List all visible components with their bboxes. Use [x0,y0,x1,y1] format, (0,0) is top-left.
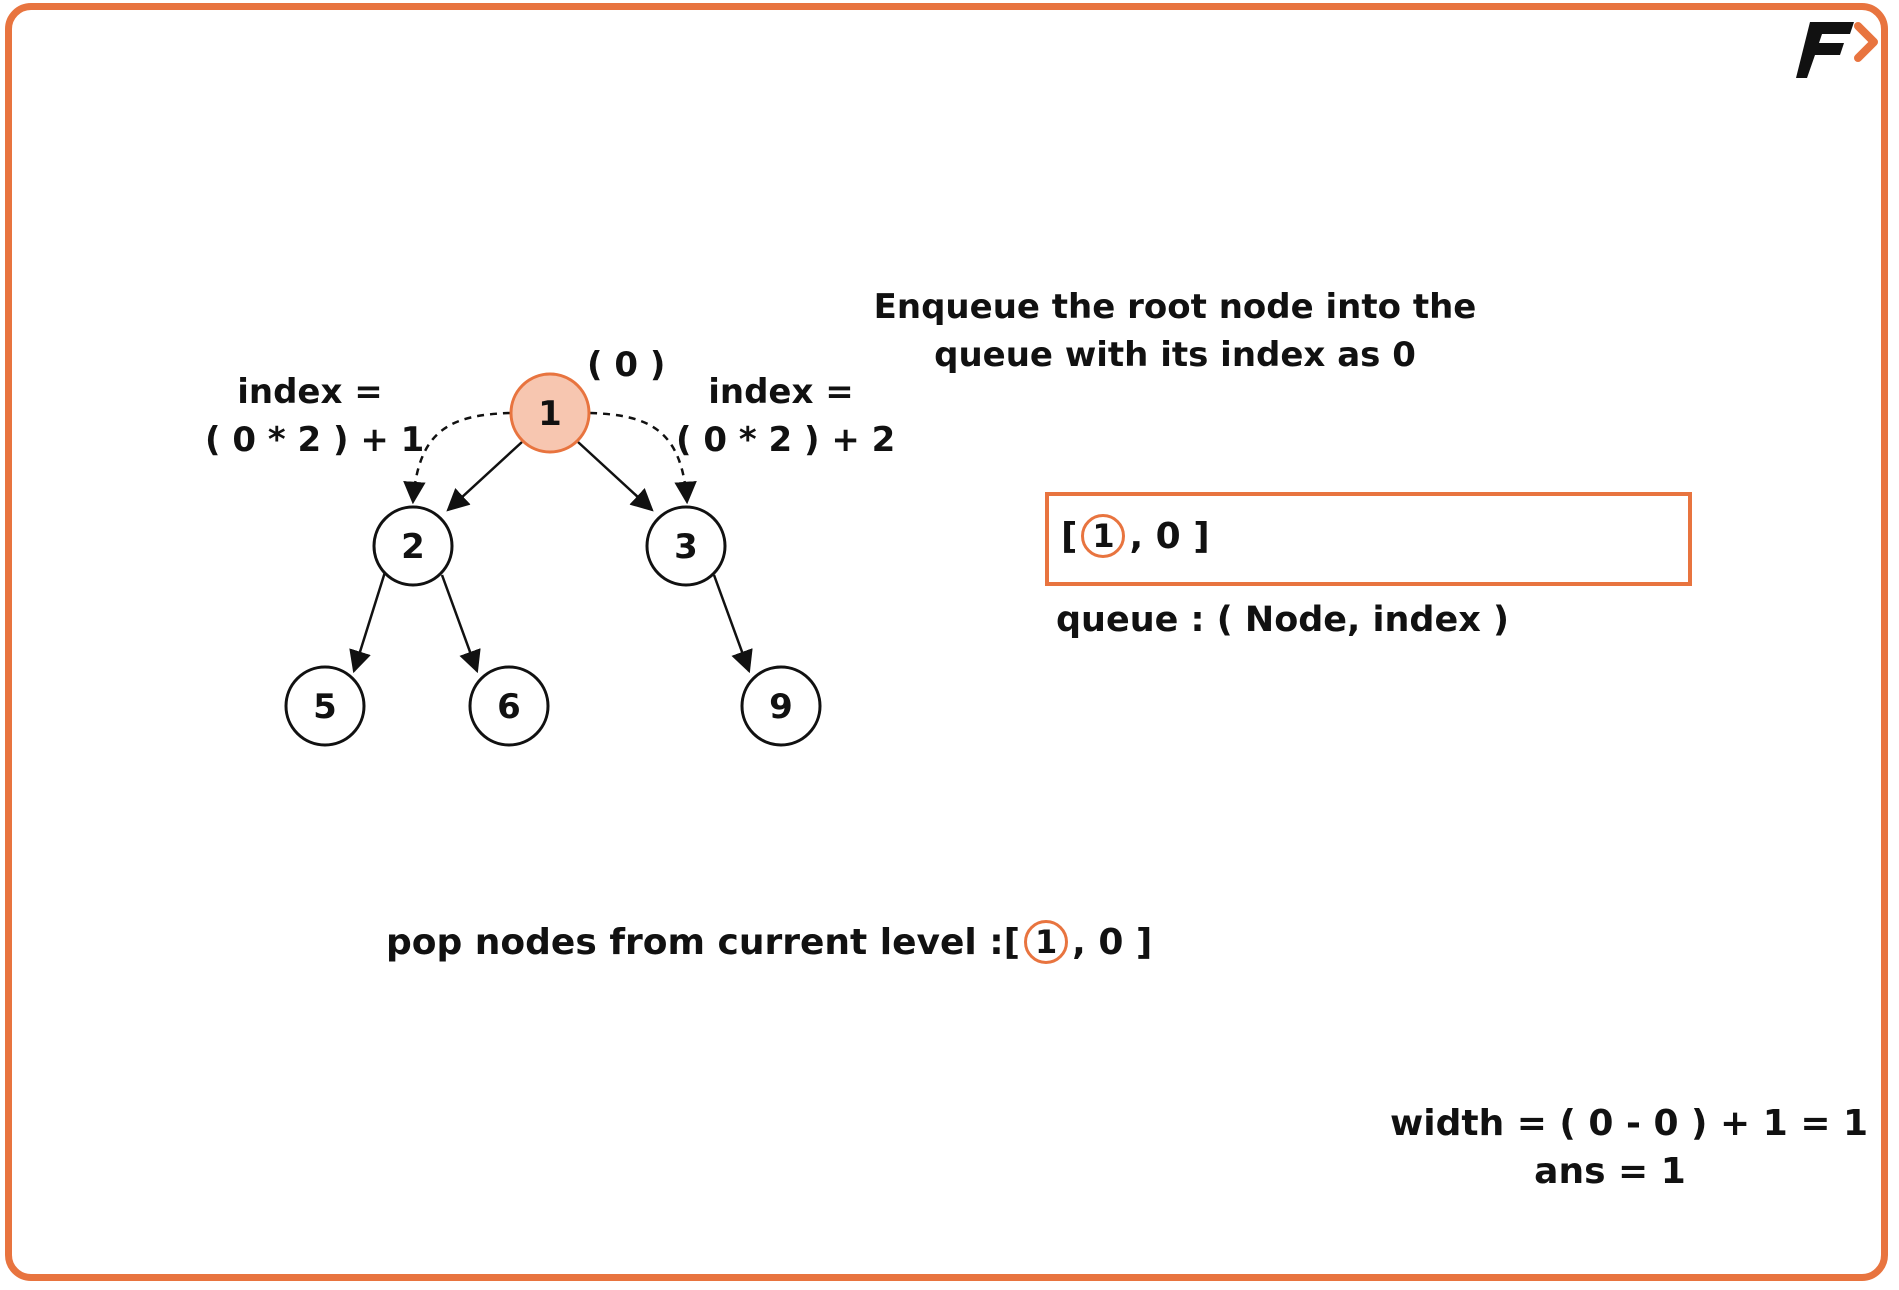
pop-nodes-line: pop nodes from current level :[ 1 , 0 ] [386,920,1152,964]
right-child-index-formula: index = ( 0 * 2 ) + 2 [676,368,896,464]
tree-node-5: 5 [284,665,366,747]
svg-text:2: 2 [401,527,425,567]
slide-frame [5,3,1888,1281]
queue-caption: queue : ( Node, index ) [1056,600,1509,640]
right-index-line1: index = [708,372,854,412]
svg-text:5: 5 [313,687,337,727]
queue-node-circle: 1 [1081,514,1126,558]
left-child-index-formula: index = ( 0 * 2 ) + 1 [205,368,425,464]
brand-logo-f-icon [1796,22,1878,78]
queue-box: [ 1 , 0 ] [1045,492,1692,586]
pop-node-circle: 1 [1024,920,1069,964]
tree-node-2: 2 [372,505,454,587]
explanation-line2: queue with its index as 0 [934,335,1416,375]
dashed-arrow-left [403,411,511,505]
step-explanation: Enqueue the root node into the queue wit… [870,283,1480,379]
dashed-arrow-right [589,411,697,505]
width-result: width = ( 0 - 0 ) + 1 = 1 ans = 1 [1390,1100,1869,1196]
tree-node-3: 3 [645,505,727,587]
root-index-label: ( 0 ) [587,345,666,385]
right-index-line2: ( 0 * 2 ) + 2 [676,420,896,460]
edge-2-5 [349,571,387,674]
pop-rest: , 0 ] [1072,921,1153,963]
left-index-line1: index = [237,372,383,412]
queue-entry: [ 1 , 0 ] [1061,514,1210,558]
edge-3-9 [712,574,753,674]
queue-entry-rest: , 0 ] [1129,515,1210,557]
svg-text:3: 3 [674,527,698,567]
tree-node-1: 1 [509,372,591,454]
edge-1-2 [446,441,523,512]
edge-1-3 [577,441,654,512]
svg-text:9: 9 [769,687,793,727]
svg-text:6: 6 [497,687,521,727]
left-index-line2: ( 0 * 2 ) + 1 [205,420,425,460]
svg-text:1: 1 [538,394,562,434]
width-formula: width = ( 0 - 0 ) + 1 = 1 [1390,1103,1869,1144]
edge-2-6 [440,574,481,674]
tree-node-6: 6 [468,665,550,747]
ans-value: ans = 1 [1534,1151,1686,1192]
tree-node-9: 9 [740,665,822,747]
queue-open-bracket: [ [1061,515,1078,557]
explanation-line1: Enqueue the root node into the [873,287,1477,327]
pop-prefix: pop nodes from current level :[ [386,921,1021,963]
